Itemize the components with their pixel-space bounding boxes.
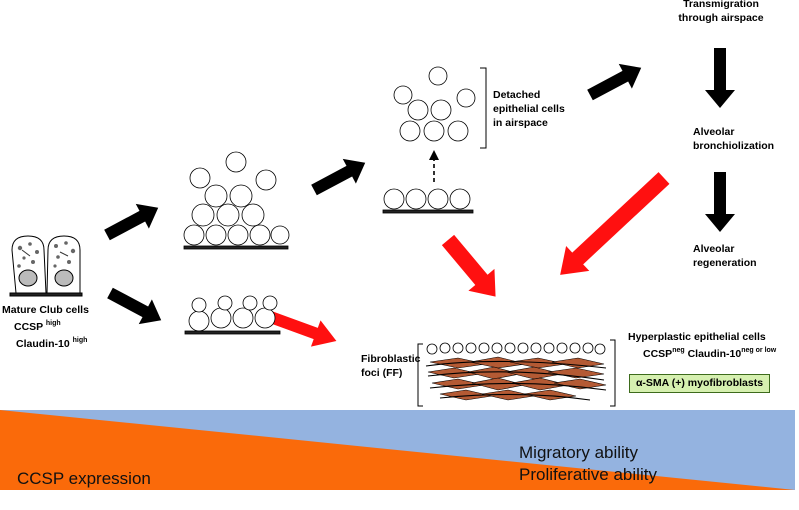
club-ccsp: CCSP [14, 321, 43, 333]
fibroblastic-foci-label: Fibroblastic foci (FF) [361, 352, 421, 380]
detached-line-1: Detached [493, 89, 541, 101]
ccsp-expression-label: CCSP expression [17, 469, 151, 488]
ff-bracket-left [417, 343, 423, 407]
expression-gradient-bar [0, 410, 795, 490]
flat-epithelium-illustration [184, 295, 281, 335]
club-line-1: Mature Club cells [2, 304, 89, 316]
transmigration-line-1: Transmigration [683, 0, 759, 10]
proliferative-ability-label: Proliferative ability [519, 465, 657, 484]
sma-myofibroblasts-box: α-SMA (+) myofibroblasts [629, 374, 770, 393]
arrow-to-transmigration [587, 63, 642, 101]
hyper-ccsp: CCSP [643, 348, 673, 360]
black-arrows [104, 48, 735, 325]
arrow-club-to-hyperplastic [104, 203, 159, 241]
hyperplastic-line-1: Hyperplastic epithelial cells [628, 331, 766, 343]
hyper-claudin-level: neg or low [741, 347, 777, 354]
club-ccsp-level: high [45, 320, 61, 327]
red-arrow-bronchiolization-to-ff [560, 172, 670, 275]
transmigration-label: Transmigration through airspace [676, 0, 766, 25]
migratory-ability-label: Migratory ability [519, 443, 639, 462]
fibroblastic-foci-illustration [417, 339, 616, 407]
red-arrows [262, 172, 670, 347]
transmigration-line-2: through airspace [678, 12, 764, 24]
club-cells-label: Mature Club cells CCSP high Claudin-10 h… [2, 303, 89, 351]
detached-line-3: in airspace [493, 117, 548, 129]
arrow-bronchiolization-to-regeneration [705, 172, 735, 232]
hyper-ccsp-level: neg [672, 347, 685, 354]
regeneration-line-1: Alveolar [693, 243, 735, 255]
hyper-claudin: Claudin-10 [687, 348, 742, 360]
dashed-detach-arrow [429, 150, 439, 182]
detached-bracket [480, 67, 487, 149]
red-arrow-flat-to-ff [262, 309, 337, 347]
red-arrow-detached-to-ff [441, 234, 496, 297]
bronchiolization-line-2: bronchiolization [693, 140, 775, 152]
bronchiolization-line-1: Alveolar [693, 126, 735, 138]
hyperplastic-marker-row: CCSPneg Claudin-10neg or low [643, 344, 776, 361]
ff-bracket-right [610, 339, 616, 407]
hyperplastic-cluster-illustration [183, 151, 290, 250]
detached-cells-illustration [393, 66, 476, 142]
arrow-transmigration-to-bronchiolization [705, 48, 735, 108]
ff-line-2: foci (FF) [361, 367, 403, 379]
mature-club-cells-illustration [9, 235, 83, 297]
bronchiolization-label: Alveolar bronchiolization [693, 125, 774, 153]
arrow-to-detachment [311, 158, 366, 196]
club-claudin-level: high [72, 337, 88, 344]
detached-line-2: epithelial cells [493, 103, 565, 115]
arrow-club-to-flat-epithelium [107, 287, 162, 325]
regeneration-label: Alveolar regeneration [693, 242, 757, 270]
regeneration-line-2: regeneration [693, 257, 757, 269]
ff-line-1: Fibroblastic [361, 353, 421, 365]
base-epithelium-illustration [382, 188, 474, 214]
detached-cells-label: Detached epithelial cells in airspace [493, 88, 565, 130]
migratory-proliferative-wedge [0, 410, 795, 490]
club-claudin: Claudin-10 [16, 338, 70, 350]
hyperplastic-cells-label: Hyperplastic epithelial cells [628, 330, 766, 344]
